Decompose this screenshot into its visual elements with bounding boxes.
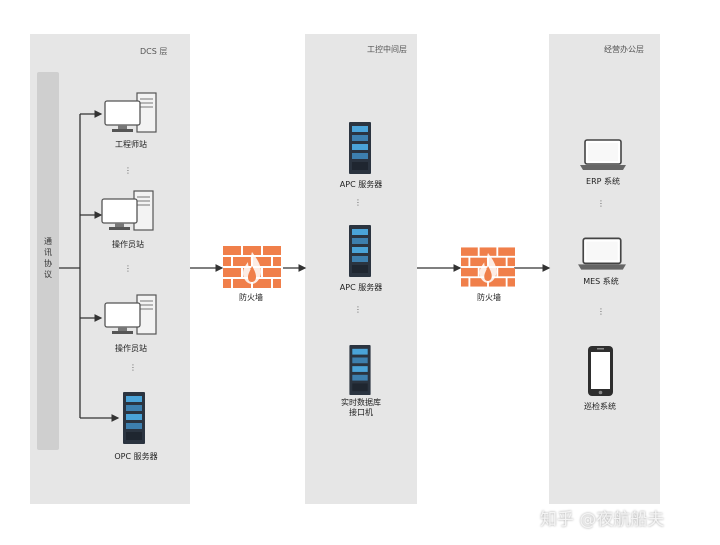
ellipsis-icon: ⋮ <box>597 307 605 316</box>
ellipsis-icon: ⋮ <box>597 199 605 208</box>
apc-server-label: APC 服务器 <box>339 180 383 189</box>
operator-station-label: 操作员站 <box>112 240 144 249</box>
opc-server-label: OPC 服务器 <box>114 452 158 461</box>
watermark: 知乎 @夜航船夫 <box>540 510 665 530</box>
laptop-icon <box>580 139 626 170</box>
firewall-label: 防火墙 <box>477 293 501 302</box>
ellipsis-icon: ⋮ <box>354 305 362 314</box>
workstation-icon <box>104 92 157 133</box>
dcs-layer-title: DCS 层 <box>140 47 168 56</box>
communication-bus-label: 通 讯 协 议 <box>44 237 52 279</box>
erp-system-label: ERP 系统 <box>586 177 620 186</box>
laptop-icon <box>578 237 626 270</box>
ellipsis-icon: ⋮ <box>354 198 362 207</box>
server-icon <box>123 392 145 444</box>
mes-system-label: MES 系统 <box>583 277 619 286</box>
firewall-icon <box>461 247 515 287</box>
ellipsis-icon: ⋮ <box>124 166 132 175</box>
server-icon <box>349 344 371 396</box>
workstation-icon <box>101 190 154 231</box>
inspection-system-label: 巡检系统 <box>584 402 616 411</box>
operator-station-label: 操作员站 <box>115 344 147 353</box>
server-icon <box>349 122 371 174</box>
ellipsis-icon: ⋮ <box>129 363 137 372</box>
firewall-label: 防火墙 <box>239 293 263 302</box>
server-icon <box>349 225 371 277</box>
realtime-db-interface-label: 实时数据库 接口机 <box>326 398 396 418</box>
phone-icon <box>588 346 613 396</box>
workstation-icon <box>104 294 157 335</box>
ellipsis-icon: ⋮ <box>124 264 132 273</box>
realtime-db-interface-label-line: 实时数据库 接口机 <box>341 398 381 417</box>
apc-server-label: APC 服务器 <box>339 283 383 292</box>
middleware-layer-title: 工控中间层 <box>367 45 407 54</box>
office-layer-title: 经营办公层 <box>604 45 644 54</box>
firewall-icon <box>223 246 281 288</box>
engineer-station-label: 工程师站 <box>115 140 147 149</box>
communication-bus <box>37 72 59 450</box>
